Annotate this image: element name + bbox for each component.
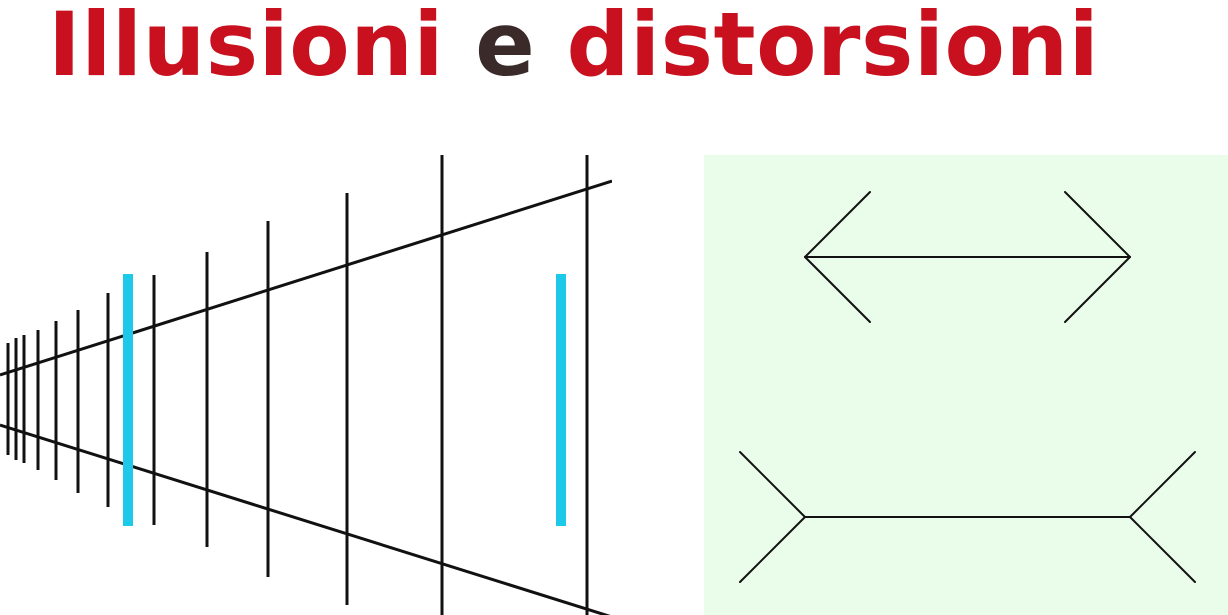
title-word-e: e <box>475 0 536 96</box>
fin <box>739 451 806 518</box>
arrow-outward-fins <box>739 451 1196 583</box>
title-word-distorsioni: distorsioni <box>566 0 1100 96</box>
fin <box>804 191 871 258</box>
page-title: Illusioni e distorsioni <box>48 0 1099 95</box>
muller-lyer-illusion-panel <box>704 155 1228 615</box>
converging-line-bottom <box>0 423 611 615</box>
fin <box>804 256 871 323</box>
fin <box>1064 191 1131 258</box>
fin <box>1129 516 1196 583</box>
fin <box>739 516 806 583</box>
highlight-bar-far <box>556 274 566 526</box>
converging-line-top <box>0 179 612 377</box>
highlight-bar-near <box>123 274 133 526</box>
fin <box>1064 256 1131 323</box>
title-word-illusioni: Illusioni <box>48 0 445 96</box>
arrow-inward-fins <box>804 191 1131 323</box>
ponzo-illusion-panel <box>0 155 612 615</box>
ponzo-illusion-figure <box>0 155 612 615</box>
fin <box>1129 451 1196 518</box>
muller-lyer-illusion-figure <box>739 191 1196 583</box>
